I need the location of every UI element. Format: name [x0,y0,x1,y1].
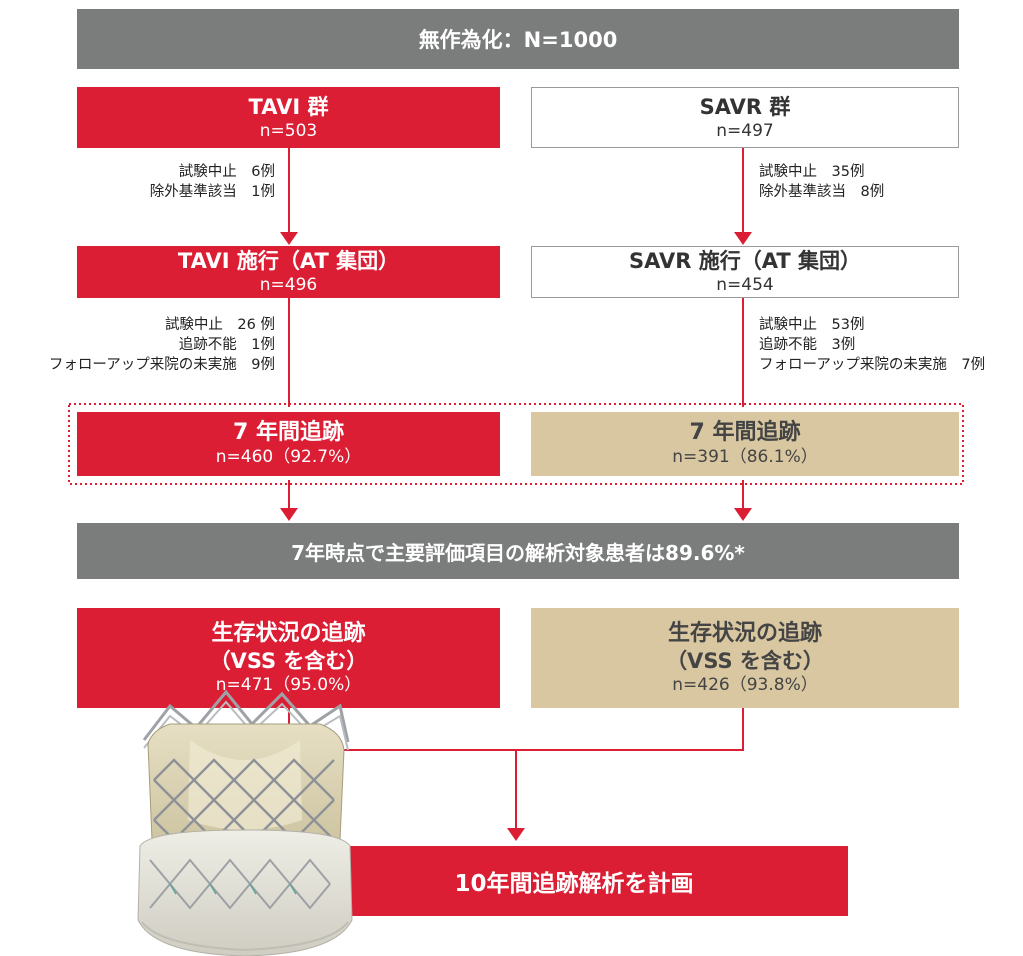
randomization-banner: 無作為化：N=1000 [77,9,959,69]
savr-exclusion-line: 試験中止 35例 [759,164,865,180]
followup-highlight-frame [68,403,964,485]
savr-exclusions-1: 試験中止 35例 除外基準該当 8例 [759,162,884,202]
savr-survival-title-2: （VSS を含む） [666,649,824,673]
tavi-followup-title: 7 年間追跡 [233,420,344,445]
plan-box: 10年間追跡解析を計画 [300,846,848,916]
tavi-implanted-box: TAVI 施行（AT 集団） n=496 [77,246,500,298]
savr-exclusion-line: 試験中止 53例 [759,317,865,333]
arrowhead-savr-1 [734,232,752,245]
tavi-survival-box: 生存状況の追跡 （VSS を含む） n=471（95.0%） [77,608,500,708]
tavi-exclusion-line: 試験中止 6例 [178,164,275,180]
arrowhead-tavi-2 [280,508,298,521]
tavi-exclusions-2: 試験中止 26 例 追跡不能 1例 フォローアップ来院の未実施 9例 [49,315,275,375]
analysis-banner: 7年時点で主要評価項目の解析対象患者は89.6%* [77,523,959,579]
arrowhead-tavi-1 [280,232,298,245]
savr-survival-title-1: 生存状況の追跡 [667,621,822,646]
randomization-label: 無作為化：N=1000 [418,28,618,52]
savr-implanted-n: n=454 [716,275,774,295]
tavi-survival-title-1: 生存状況の追跡 [211,621,366,646]
tavi-exclusion-line: 除外基準該当 1例 [149,184,275,200]
tavi-implanted-n: n=496 [259,275,318,295]
tavi-group-n: n=503 [259,120,318,141]
tavi-followup-n: n=460（92.7%） [215,447,362,467]
tavi-survival-n: n=471（95.0%） [215,675,362,695]
tavi-followup-box: 7 年間追跡 n=460（92.7%） [77,412,500,476]
savr-implanted-title: SAVR 施行（AT 集団） [629,249,861,273]
arrowhead-savr-2 [734,508,752,521]
savr-implanted-box: SAVR 施行（AT 集団） n=454 [531,246,959,298]
tavi-group-box: TAVI 群 n=503 [77,87,500,148]
tavi-group-title: TAVI 群 [248,94,329,119]
savr-group-n: n=497 [716,120,774,141]
savr-exclusion-line: 追跡不能 3例 [759,337,856,353]
tavi-implanted-title: TAVI 施行（AT 集団） [177,249,400,273]
tavi-exclusion-line: 追跡不能 1例 [178,337,275,353]
savr-exclusion-line: フォローアップ来院の未実施 7例 [759,357,986,373]
heart-valve-image [137,689,353,956]
plan-label: 10年間追跡解析を計画 [454,871,694,897]
savr-group-box: SAVR 群 n=497 [531,87,959,148]
analysis-label: 7年時点で主要評価項目の解析対象患者は89.6%* [291,540,745,565]
arrowhead-plan [507,828,525,841]
savr-followup-n: n=391（86.1%） [672,447,818,467]
savr-survival-box: 生存状況の追跡 （VSS を含む） n=426（93.8%） [531,608,959,708]
tavi-exclusion-line: フォローアップ来院の未実施 9例 [48,357,275,373]
savr-exclusion-line: 除外基準該当 8例 [759,184,885,200]
savr-group-title: SAVR 群 [699,94,791,119]
savr-exclusions-2: 試験中止 53例 追跡不能 3例 フォローアップ来院の未実施 7例 [759,315,985,375]
savr-survival-n: n=426（93.8%） [672,675,818,695]
tavi-survival-title-2: （VSS を含む） [209,649,368,673]
tavi-exclusion-line: 試験中止 26 例 [164,317,275,333]
savr-followup-box: 7 年間追跡 n=391（86.1%） [531,412,959,476]
tavi-exclusions-1: 試験中止 6例 除外基準該当 1例 [150,162,275,202]
savr-followup-title: 7 年間追跡 [689,420,801,445]
